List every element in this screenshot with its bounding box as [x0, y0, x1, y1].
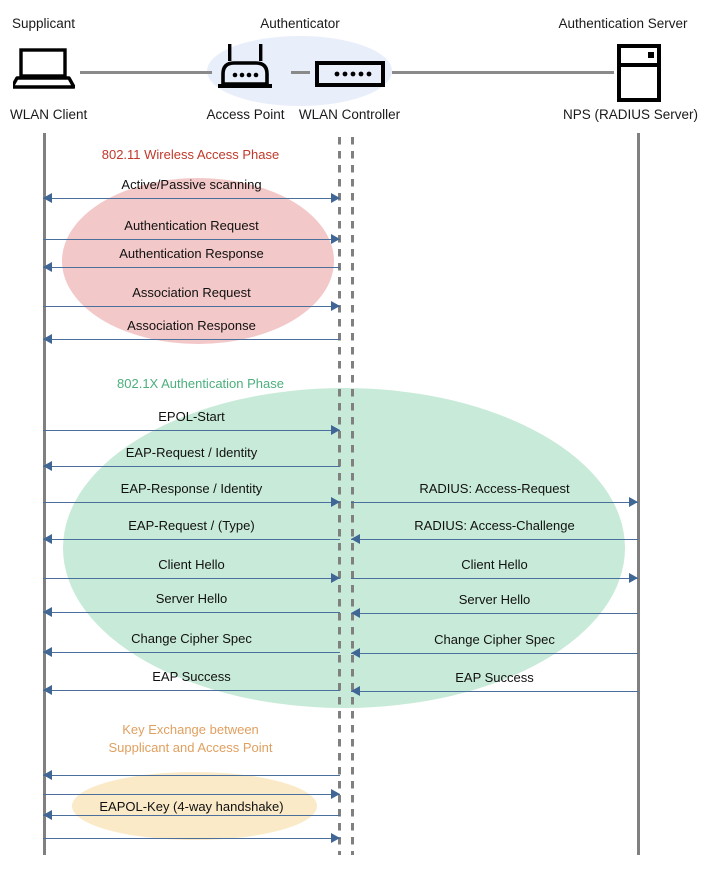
- message-label: EAP Success: [455, 670, 534, 685]
- arrowhead-right: [331, 833, 340, 843]
- arrowhead-right: [629, 497, 638, 507]
- message-label: Client Hello: [158, 557, 225, 572]
- message-line: [43, 198, 340, 199]
- arrowhead-right: [331, 425, 340, 435]
- message-line: [43, 578, 340, 579]
- lifeline-authentication-server: [637, 133, 640, 855]
- lifeline-wlan-controller: [351, 133, 354, 855]
- arrowhead-right: [331, 301, 340, 311]
- arrowhead-left: [43, 461, 52, 471]
- message-line: [43, 690, 340, 691]
- arrowhead-left: [43, 647, 52, 657]
- message-line: [43, 612, 340, 613]
- server-icon: [617, 44, 661, 107]
- arrowhead-right: [331, 497, 340, 507]
- message-label: Change Cipher Spec: [434, 632, 555, 647]
- link-client-to-ap: [80, 71, 212, 74]
- arrowhead-left: [43, 810, 52, 820]
- message-line: [43, 430, 340, 431]
- link-ap-to-controller: [291, 71, 310, 74]
- access-point-icon: [216, 44, 274, 95]
- message-label: EAP Success: [152, 669, 231, 684]
- wlan-controller-icon: [315, 61, 385, 92]
- message-line: [43, 267, 340, 268]
- message-line: [43, 239, 340, 240]
- arrowhead-left: [351, 686, 360, 696]
- lifeline-supplicant: [43, 133, 46, 855]
- message-line: [43, 306, 340, 307]
- actor-device-access-point: Access Point: [206, 107, 285, 122]
- laptop-icon: [10, 48, 76, 95]
- message-label: EAP-Request / Identity: [125, 445, 258, 460]
- arrowhead-right: [331, 234, 340, 244]
- message-label: Association Response: [127, 318, 256, 333]
- message-line: [43, 838, 340, 839]
- message-label: RADIUS: Access-Challenge: [414, 518, 575, 533]
- arrowhead-right: [331, 193, 340, 203]
- message-label: Server Hello: [155, 591, 228, 606]
- message-line: [351, 578, 638, 579]
- arrowhead-right: [331, 789, 340, 799]
- arrowhead-right: [629, 573, 638, 583]
- message-label: Server Hello: [458, 592, 531, 607]
- arrowhead-left: [351, 534, 360, 544]
- message-line: [351, 539, 638, 540]
- message-line: [43, 466, 340, 467]
- message-line: [351, 613, 638, 614]
- message-label: Authentication Request: [124, 218, 259, 233]
- phase-label-key-exchange-line1: Key Exchange between: [122, 722, 259, 737]
- message-line: [351, 502, 638, 503]
- lifeline-access-point: [338, 133, 341, 855]
- message-label: RADIUS: Access-Request: [419, 481, 570, 496]
- actor-device-wlan-controller: WLAN Controller: [298, 107, 401, 122]
- actor-role-authentication-server: Authentication Server: [558, 16, 688, 31]
- message-line: [43, 775, 340, 776]
- message-line: [351, 691, 638, 692]
- message-line: [351, 653, 638, 654]
- message-line: [43, 815, 340, 816]
- actor-device-nps-radius-server: NPS (RADIUS Server): [562, 107, 699, 122]
- message-line: [43, 794, 340, 795]
- message-label: EAP-Response / Identity: [120, 481, 263, 496]
- arrowhead-left: [43, 334, 52, 344]
- arrowhead-left: [43, 262, 52, 272]
- phase-ellipse-wireless-access: [62, 178, 334, 344]
- actor-device-wlan-client: WLAN Client: [10, 107, 88, 122]
- phase-label-key-exchange-line2: Supplicant and Access Point: [108, 740, 273, 755]
- actor-role-authenticator: Authenticator: [260, 16, 340, 31]
- phase-label-dot1x-auth: 802.1X Authentication Phase: [117, 376, 284, 391]
- link-controller-to-server: [392, 71, 614, 74]
- message-line: [43, 502, 340, 503]
- actor-role-supplicant: Supplicant: [12, 16, 76, 31]
- phase-ellipse-dot1x-auth: [63, 388, 625, 708]
- arrowhead-left: [43, 770, 52, 780]
- message-label-eapol-key: EAPOL-Key (4-way handshake): [99, 799, 284, 814]
- phase-ellipse-key-exchange: [72, 772, 317, 840]
- arrowhead-left: [43, 607, 52, 617]
- message-label: Client Hello: [461, 557, 528, 572]
- message-line: [43, 652, 340, 653]
- arrowhead-right: [331, 573, 340, 583]
- phase-label-wireless-access: 802.11 Wireless Access Phase: [101, 147, 280, 162]
- message-line: [43, 339, 340, 340]
- message-label: EPOL-Start: [158, 409, 225, 424]
- message-label: Authentication Response: [119, 246, 264, 261]
- arrowhead-left: [43, 534, 52, 544]
- arrowhead-left: [43, 685, 52, 695]
- arrowhead-left: [351, 608, 360, 618]
- message-label: Change Cipher Spec: [131, 631, 252, 646]
- message-line: [43, 539, 340, 540]
- arrowhead-left: [351, 648, 360, 658]
- arrowhead-left: [43, 193, 52, 203]
- message-label: Association Request: [132, 285, 251, 300]
- message-label: EAP-Request / (Type): [128, 518, 255, 533]
- message-label: Active/Passive scanning: [121, 177, 262, 192]
